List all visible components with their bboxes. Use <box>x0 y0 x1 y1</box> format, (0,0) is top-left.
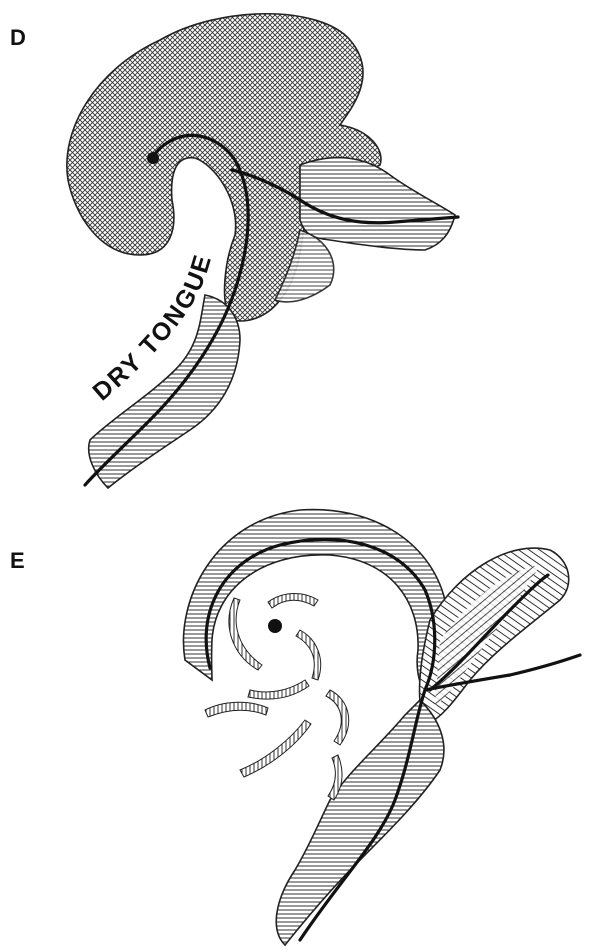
panel-letter-d: D <box>10 25 26 50</box>
cloud-arc <box>326 690 349 745</box>
outflow-region-d <box>300 158 455 250</box>
panel-letter-e: E <box>10 548 25 573</box>
low-center-e <box>268 619 282 633</box>
cloud-arc <box>268 594 318 609</box>
cloud-arc <box>240 720 311 777</box>
cloud-arc <box>248 680 309 699</box>
cloud-arc <box>296 630 321 680</box>
cloud-arc <box>229 598 262 670</box>
cloud-arc <box>205 702 268 717</box>
low-center-d <box>147 152 159 164</box>
